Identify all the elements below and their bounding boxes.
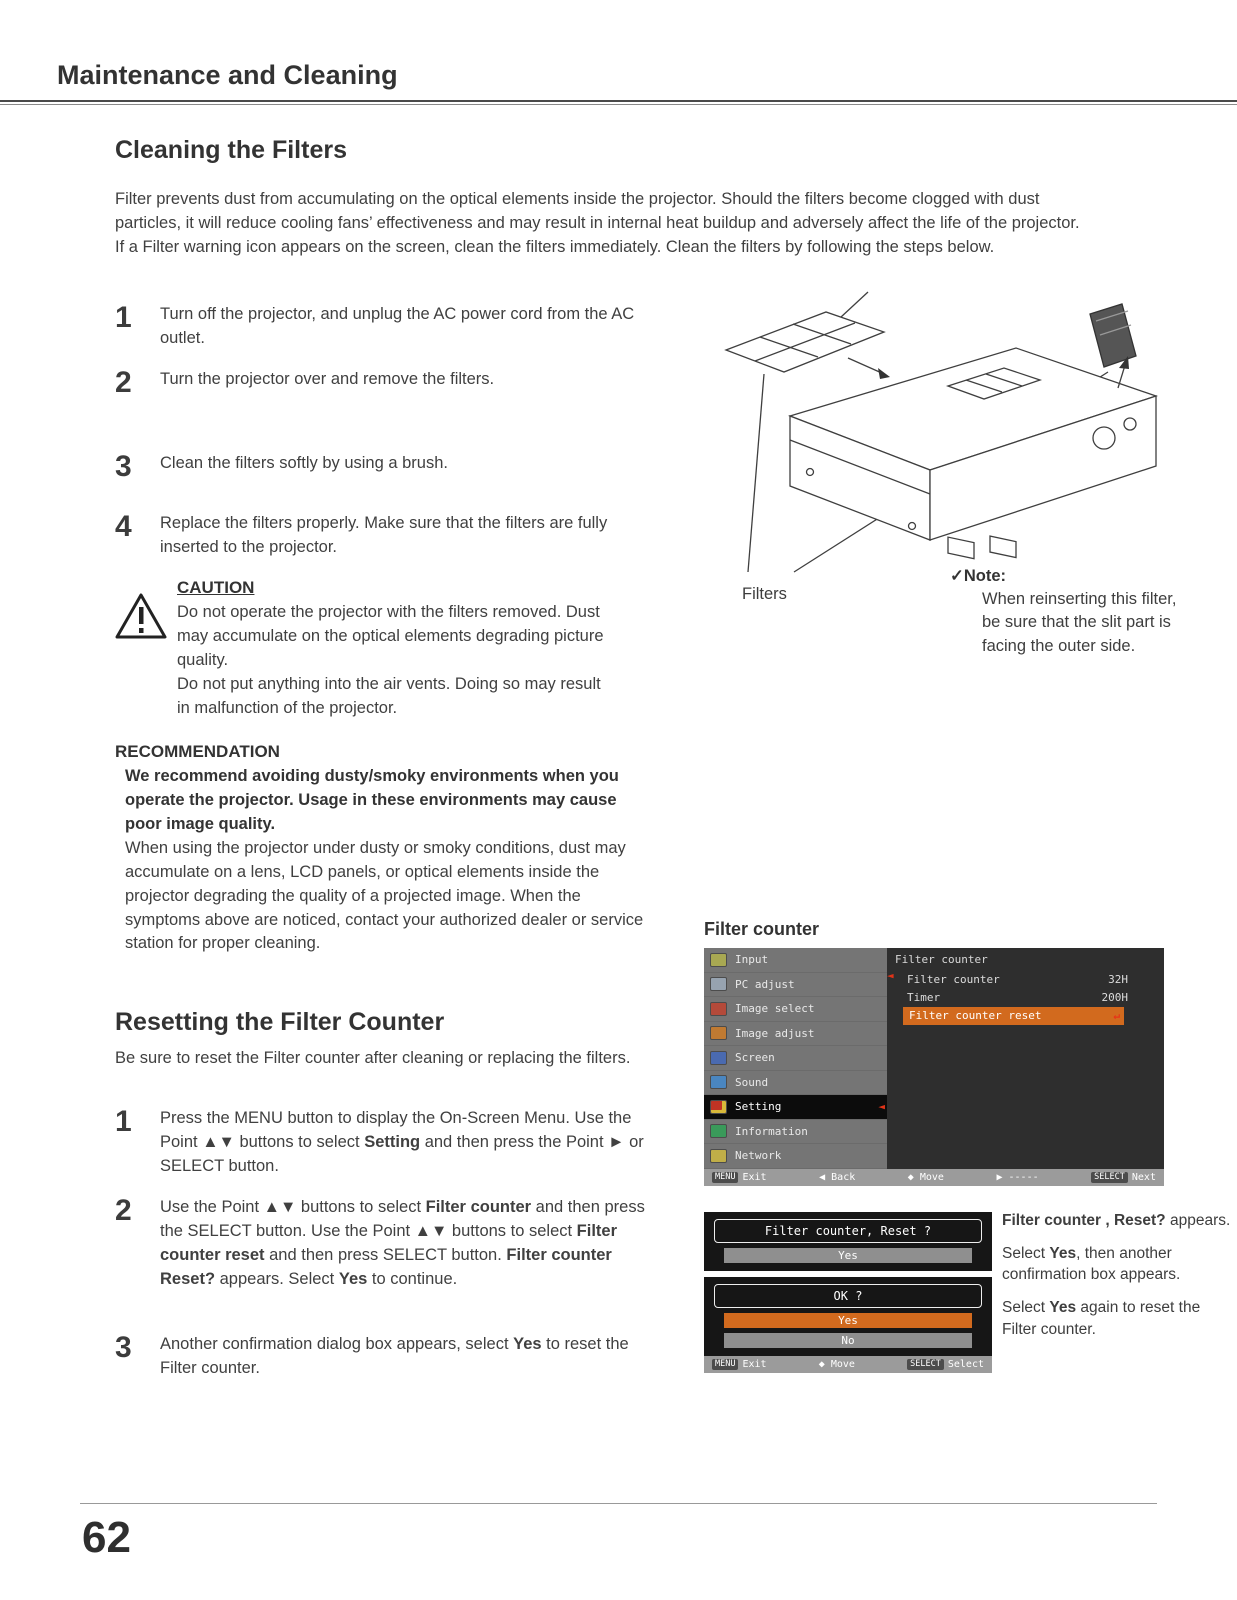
caution-box: CAUTION Do not operate the projector wit… bbox=[115, 578, 645, 721]
move-hint: ◆ Move bbox=[907, 1172, 944, 1183]
page-header-title: Maintenance and Cleaning bbox=[57, 60, 398, 90]
step-number: 1 bbox=[115, 1105, 132, 1138]
next-arrow-hint: ▶ ----- bbox=[996, 1172, 1039, 1183]
caution-title: CAUTION bbox=[177, 578, 255, 597]
cleaning-step-3: 3 Clean the filters softly by using a br… bbox=[115, 452, 645, 482]
osd-sidebar: Input PC adjust Image select Image adjus… bbox=[704, 948, 887, 1169]
resetting-step-2: 2 Use the Point ▲▼ buttons to select Fil… bbox=[115, 1196, 660, 1292]
warning-triangle-icon bbox=[115, 578, 177, 721]
recommendation-bold-text: We recommend avoiding dusty/smoky enviro… bbox=[125, 767, 619, 833]
osd-item-pc-adjust: PC adjust bbox=[704, 973, 887, 997]
osd-item-input: Input bbox=[704, 948, 887, 973]
setting-icon bbox=[710, 1099, 727, 1114]
step-text: Press the MENU button to display the On-… bbox=[160, 1109, 644, 1175]
pc-adjust-icon bbox=[710, 977, 727, 992]
network-icon bbox=[710, 1148, 727, 1163]
filters-callout-label: Filters bbox=[742, 585, 787, 603]
move-hint: ◆ Move bbox=[818, 1359, 855, 1370]
osd-row-filter-counter-reset: Filter counter reset↵ bbox=[903, 1007, 1124, 1025]
recommendation-section: RECOMMENDATION We recommend avoiding dus… bbox=[115, 742, 653, 956]
osd-item-image-adjust: Image adjust bbox=[704, 1022, 887, 1046]
pointer-arrow-icon: ◄ bbox=[887, 969, 894, 982]
header-rule bbox=[0, 100, 1237, 105]
dialog-yes-selected-option: Yes bbox=[724, 1313, 972, 1328]
caution-paragraph-1: Do not operate the projector with the fi… bbox=[177, 603, 604, 669]
osd-item-network: Network bbox=[704, 1144, 887, 1169]
input-icon bbox=[710, 952, 727, 967]
caution-paragraph-2: Do not put anything into the air vents. … bbox=[177, 674, 601, 717]
step-number: 2 bbox=[115, 366, 132, 399]
osd-item-sound: Sound bbox=[704, 1071, 887, 1095]
cleaning-step-4: 4 Replace the filters properly. Make sur… bbox=[115, 512, 645, 560]
dialog-side-note: Filter counter , Reset? appears. Select … bbox=[1002, 1212, 1231, 1338]
dialog-ok-title: OK ? bbox=[714, 1284, 982, 1308]
selected-arrow-icon: ◄ bbox=[878, 1100, 885, 1114]
information-icon bbox=[710, 1124, 727, 1139]
select-key-badge: SELECT bbox=[1091, 1172, 1128, 1183]
resetting-step-3: 3 Another confirmation dialog box appear… bbox=[115, 1333, 660, 1381]
select-key-badge: SELECT bbox=[907, 1359, 944, 1370]
recommendation-title: RECOMMENDATION bbox=[115, 742, 280, 761]
step-number: 2 bbox=[115, 1194, 132, 1227]
step-number: 3 bbox=[115, 450, 132, 483]
image-select-icon bbox=[710, 1001, 727, 1016]
osd-item-screen: Screen bbox=[704, 1046, 887, 1071]
projector-illustration bbox=[698, 288, 1170, 583]
step-text: Replace the filters properly. Make sure … bbox=[160, 514, 608, 556]
note-block: ✓Note: When reinserting this filter, be … bbox=[950, 566, 1198, 658]
cleaning-step-1: 1 Turn off the projector, and unplug the… bbox=[115, 303, 645, 351]
step-text: Use the Point ▲▼ buttons to select Filte… bbox=[160, 1198, 645, 1288]
dialog-title: Filter counter, Reset ? bbox=[714, 1219, 982, 1243]
sound-icon bbox=[710, 1075, 727, 1090]
check-icon: ✓ bbox=[950, 567, 964, 585]
recommendation-text: When using the projector under dusty or … bbox=[125, 838, 644, 953]
cleaning-step-2: 2 Turn the projector over and remove the… bbox=[115, 368, 645, 398]
footer-rule bbox=[80, 1503, 1157, 1504]
osd-panel-title: Filter counter bbox=[895, 953, 988, 966]
cleaning-intro-paragraph: Filter prevents dust from accumulating o… bbox=[115, 190, 1080, 256]
step-number: 1 bbox=[115, 301, 132, 334]
section-title-cleaning-filters: Cleaning the Filters bbox=[115, 136, 347, 164]
note-text: When reinserting this filter, be sure th… bbox=[982, 590, 1177, 655]
back-hint: ◀ Back bbox=[819, 1172, 856, 1183]
section-title-resetting-filter-counter: Resetting the Filter Counter bbox=[115, 1008, 445, 1036]
step-text: Turn off the projector, and unplug the A… bbox=[160, 305, 635, 347]
menu-key-badge: MENU bbox=[712, 1359, 739, 1370]
resetting-intro-paragraph: Be sure to reset the Filter counter afte… bbox=[115, 1049, 631, 1067]
resetting-step-1: 1 Press the MENU button to display the O… bbox=[115, 1107, 660, 1179]
page-number: 62 bbox=[82, 1513, 131, 1562]
osd-item-setting: Setting◄ bbox=[704, 1095, 887, 1120]
note-title: Note: bbox=[963, 567, 1006, 585]
reset-icon: ↵ bbox=[1113, 1009, 1120, 1022]
osd-figure-caption: Filter counter bbox=[704, 919, 820, 939]
step-text: Clean the filters softly by using a brus… bbox=[160, 454, 448, 472]
dialog-no-option: No bbox=[724, 1333, 972, 1348]
confirm-dialog-figure: Filter counter, Reset ? Yes OK ? Yes No … bbox=[704, 1212, 992, 1373]
menu-key-badge: MENU bbox=[712, 1172, 739, 1183]
step-number: 4 bbox=[115, 510, 132, 543]
osd-menu-figure: Input PC adjust Image select Image adjus… bbox=[704, 948, 1164, 1186]
image-adjust-icon bbox=[710, 1026, 727, 1041]
dialog-yes-option: Yes bbox=[724, 1248, 972, 1263]
osd-item-image-select: Image select bbox=[704, 997, 887, 1022]
step-text: Turn the projector over and remove the f… bbox=[160, 370, 495, 388]
step-number: 3 bbox=[115, 1331, 132, 1364]
step-text: Another confirmation dialog box appears,… bbox=[160, 1335, 629, 1377]
osd-item-information: Information bbox=[704, 1120, 887, 1144]
screen-icon bbox=[710, 1050, 727, 1065]
